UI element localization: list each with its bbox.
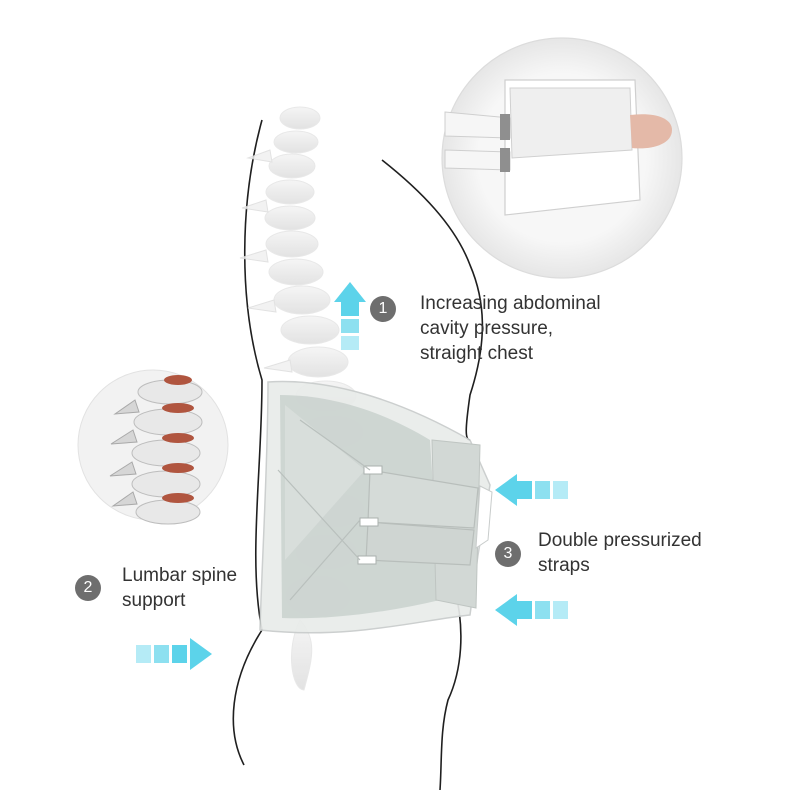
arrow-left-icon: [495, 474, 568, 506]
arrow-up-icon: [334, 282, 366, 350]
callout-1-line: cavity pressure,: [420, 318, 554, 339]
body-outline: [232, 119, 484, 791]
callout-number-1: 1: [370, 296, 396, 322]
callout-1-line: straight chest: [420, 343, 533, 364]
vertebrae-inset: [77, 369, 229, 525]
callout-2-line: Lumbar spine: [122, 565, 238, 586]
arrow-right-icon: [136, 638, 212, 670]
back-brace: [259, 380, 493, 634]
callout-1-line: Increasing abdominal: [420, 293, 601, 314]
callout-label-1: Increasing abdominal cavity pressure, st…: [420, 291, 601, 366]
arrow-left-icon: [495, 594, 568, 626]
callout-3-line: straps: [538, 555, 590, 576]
callout-number-3: 3: [495, 541, 521, 567]
callout-label-3: Double pressurized straps: [538, 528, 702, 578]
callout-number-2: 2: [75, 575, 101, 601]
callout-label-2: Lumbar spine support: [122, 563, 237, 613]
callout-3-line: Double pressurized: [538, 530, 702, 551]
callout-2-line: support: [122, 590, 186, 611]
brace-detail-inset: [441, 37, 683, 279]
